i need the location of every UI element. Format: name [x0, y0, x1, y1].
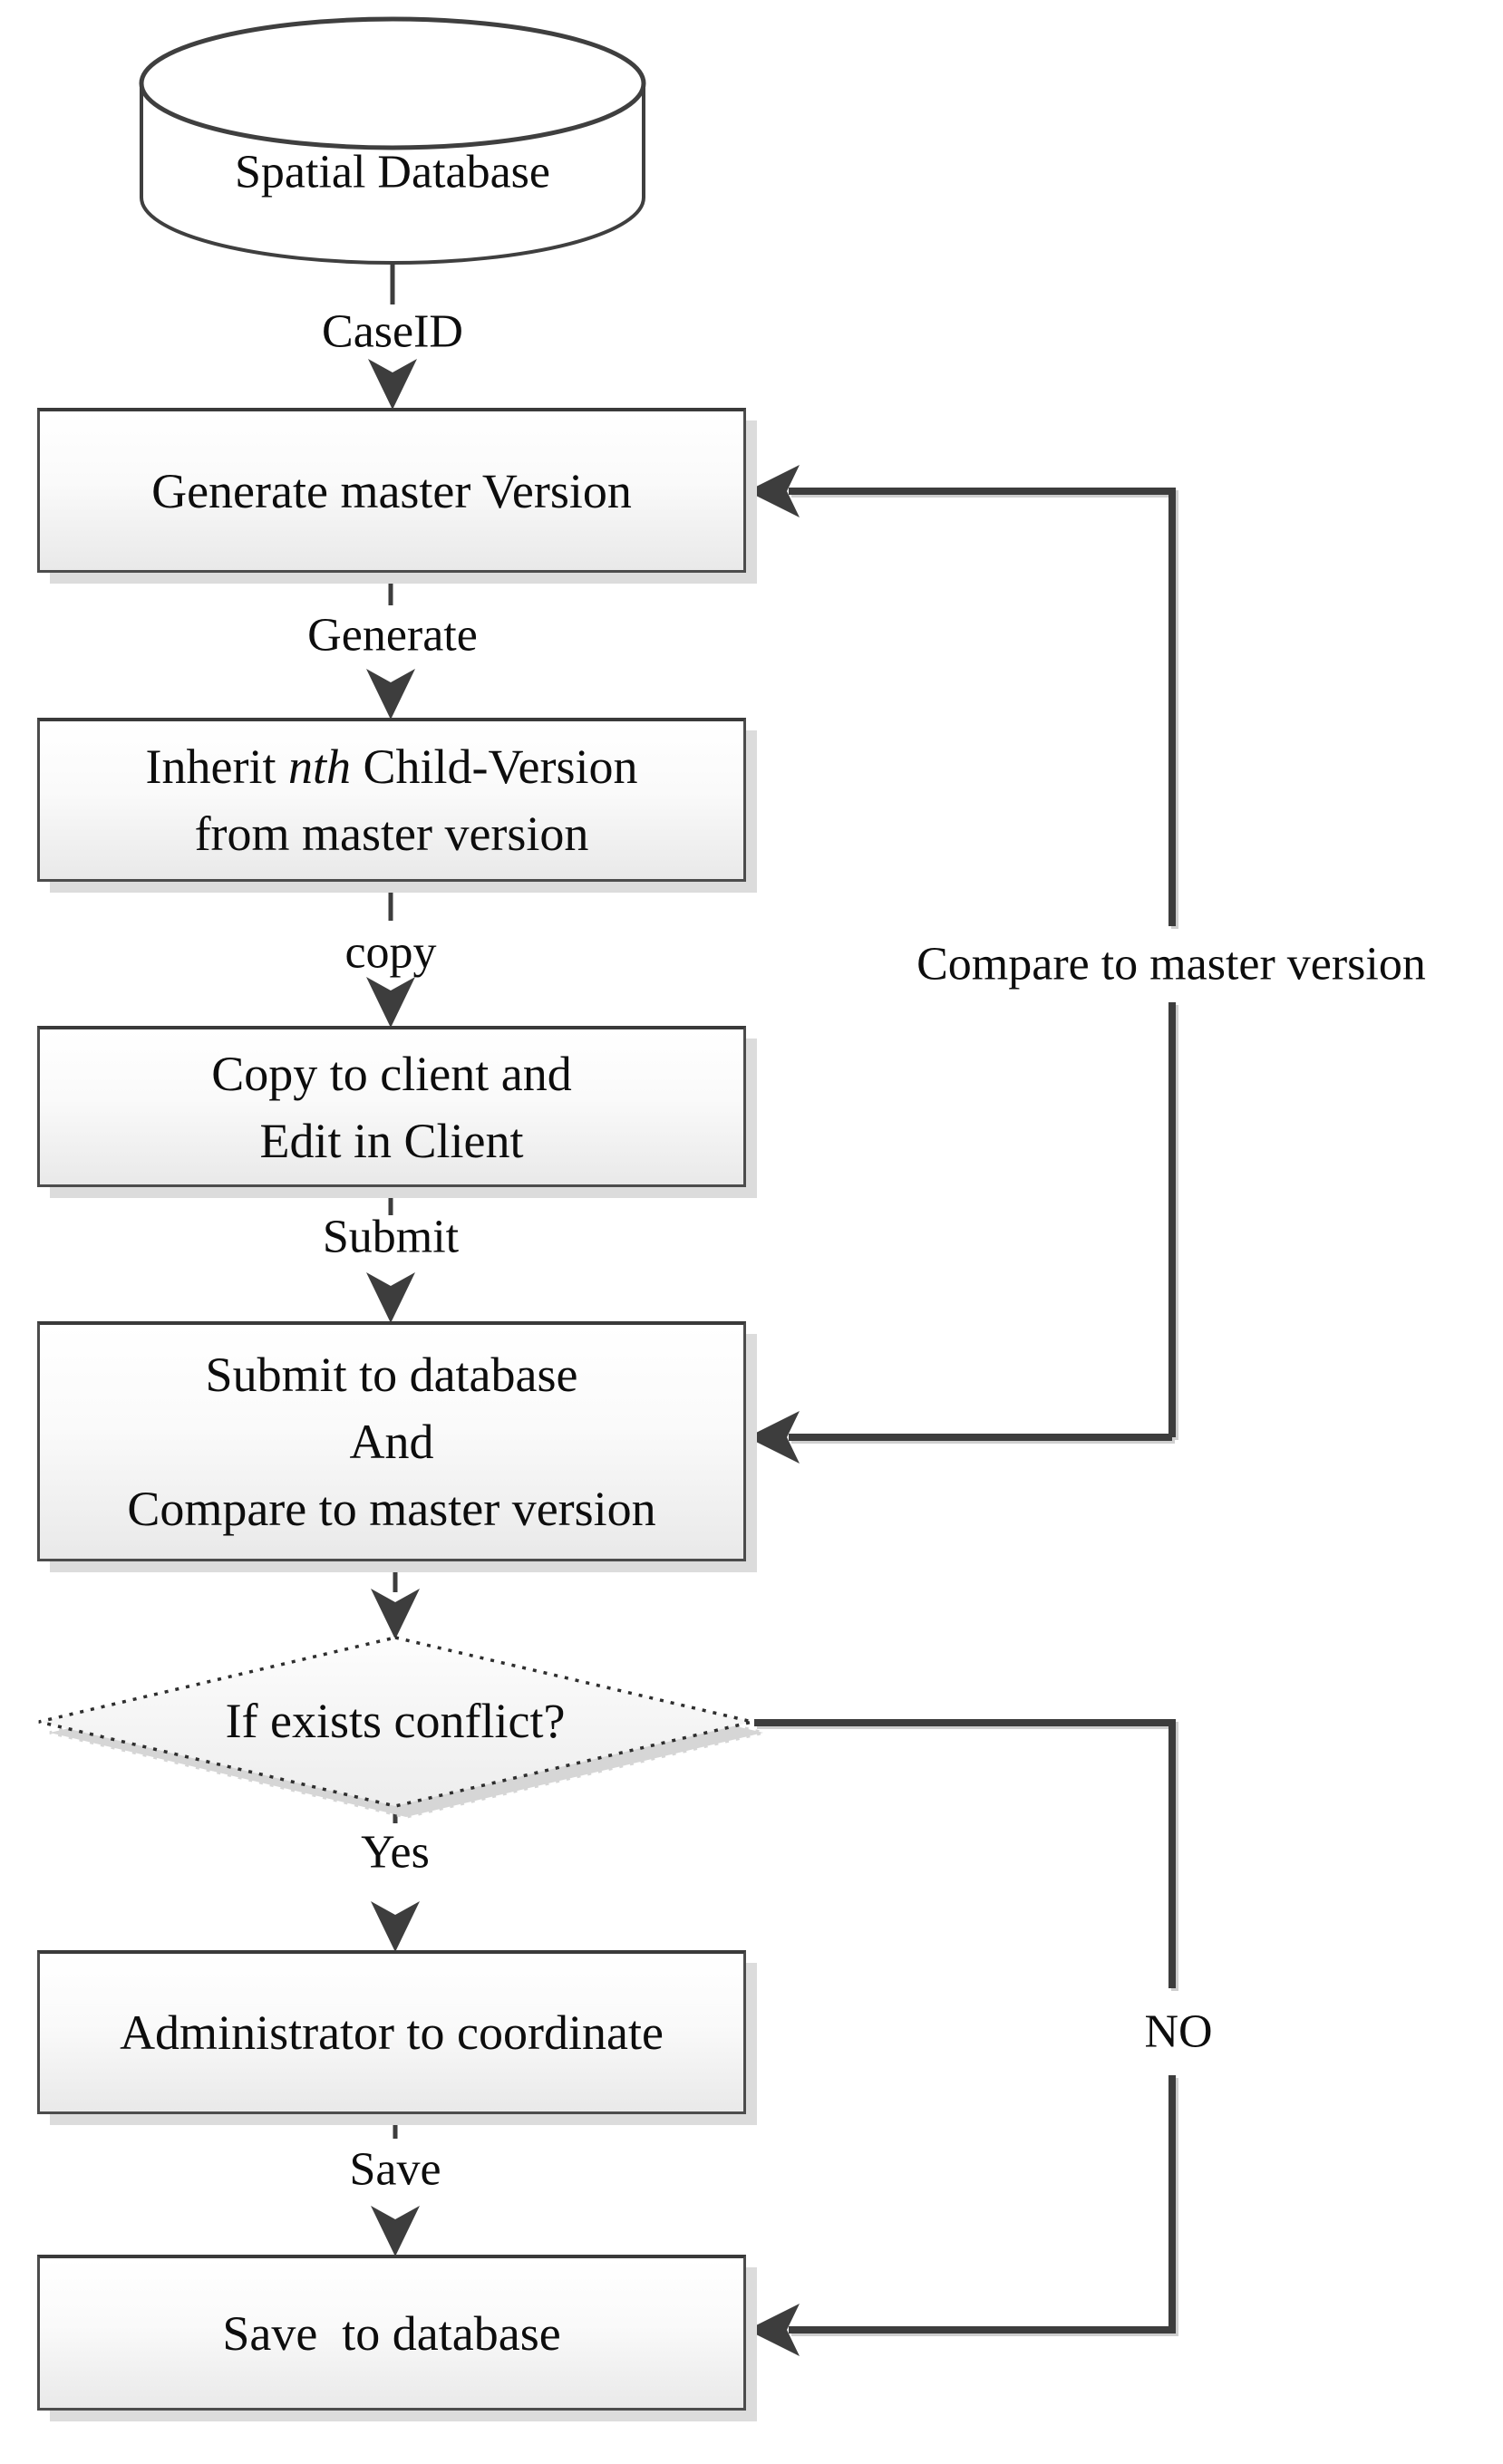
node-submit-to-database: Submit to database And Compare to master…: [37, 1321, 746, 1561]
arrow-generate-icon: [366, 669, 415, 720]
node-administrator-coordinate: Administrator to coordinate: [37, 1950, 746, 2114]
edge-label-copy: copy: [344, 926, 437, 979]
compare-feedback-connector: [789, 488, 1176, 1441]
edge-label-compare-to-master: Compare to master version: [916, 938, 1426, 990]
node-label: Generate master Version: [151, 463, 632, 518]
no-branch-arrowhead: [747, 2304, 800, 2356]
decision-label: If exists conflict?: [225, 1694, 566, 1748]
node-label-line1: Copy to client and: [211, 1046, 572, 1101]
arrow-into-generate-master-icon: [747, 465, 800, 517]
node-label-line2: And: [349, 1415, 434, 1469]
node-copy-to-client: Copy to client and Edit in Client: [37, 1026, 746, 1187]
node-label-line3: Compare to master version: [127, 1482, 656, 1536]
node-label: Save to database: [222, 2305, 561, 2361]
edge-label-caseid: CaseID: [322, 305, 463, 358]
no-branch-connector: [754, 1719, 1176, 2334]
node-save-to-database: Save to database: [37, 2255, 746, 2411]
node-label-line2: from master version: [194, 807, 589, 861]
database-label: Spatial Database: [235, 146, 550, 198]
arrow-save-icon: [371, 2206, 420, 2256]
arrow-caseid-icon: [368, 359, 417, 410]
arrow-into-submit-box-icon: [747, 1411, 800, 1464]
node-label-line1: Submit to database: [205, 1348, 578, 1402]
arrow-submit-icon: [366, 1272, 415, 1323]
decision-diamond-shape: [38, 1636, 753, 1808]
arrow-decision-icon: [371, 1589, 420, 1639]
compare-feedback-arrowheads: [747, 465, 800, 1464]
node-label-line1: Inherit nth Child-Version: [145, 739, 638, 794]
node-inherit-child-version: Inherit nth Child-Version from master ve…: [37, 718, 746, 882]
arrow-into-save-box-icon: [747, 2304, 800, 2356]
edge-label-save: Save: [349, 2143, 441, 2196]
arrow-yes-icon: [371, 1901, 420, 1952]
node-label: Administrator to coordinate: [120, 2005, 664, 2060]
edge-label-submit: Submit: [322, 1211, 460, 1263]
database-cylinder-shape: [139, 16, 646, 265]
edge-label-no: NO: [1144, 2005, 1213, 2058]
down-arrowheads: [366, 359, 420, 2256]
connector-stubs: [388, 262, 398, 2139]
arrow-copy-icon: [366, 977, 415, 1028]
node-label-line2: Edit in Client: [259, 1113, 524, 1168]
edge-label-generate: Generate: [307, 609, 478, 662]
edge-label-yes: Yes: [361, 1826, 430, 1879]
node-generate-master-version: Generate master Version: [37, 408, 746, 573]
